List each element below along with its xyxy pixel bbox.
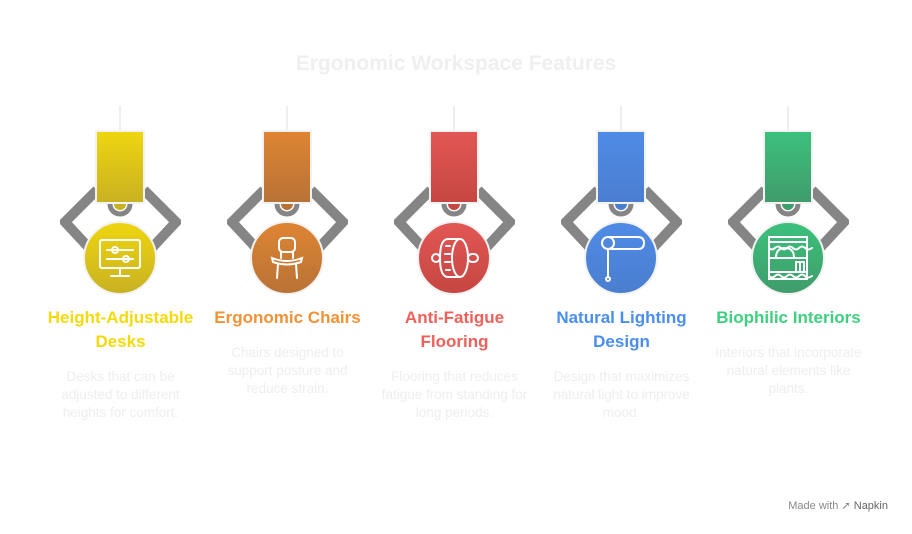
- chair-icon: [270, 237, 304, 279]
- feature-title: Height-Adjustable Desks: [47, 308, 194, 351]
- right-claw: [641, 186, 682, 254]
- feature-description: Interiors that incorporate natural eleme…: [715, 345, 862, 396]
- feature-block: [763, 130, 813, 204]
- shelf-interior-icon: [768, 236, 813, 280]
- claw-graphic: [728, 106, 849, 295]
- feature-title: Natural Lighting Design: [556, 308, 687, 351]
- feature-title: Ergonomic Chairs: [214, 308, 361, 327]
- made-with-label: Made with: [788, 500, 839, 512]
- left-claw: [60, 186, 101, 254]
- feature-description: Chairs designed to support posture and r…: [227, 345, 348, 396]
- floor-mat-roll-icon: [431, 238, 479, 278]
- claw-graphic: [561, 106, 682, 295]
- claw-graphic: [60, 106, 181, 295]
- feature-block: [95, 130, 145, 204]
- right-claw: [474, 186, 515, 254]
- right-claw: [307, 186, 348, 254]
- monitor-sliders-icon: [99, 239, 141, 277]
- napkin-brand: Napkin: [853, 500, 888, 512]
- diagram-title: Ergonomic Workspace Features: [295, 52, 617, 75]
- feature-description: Flooring that reduces fatigue from stand…: [381, 369, 528, 420]
- feature-description: Design that maximizes natural light to i…: [553, 369, 690, 420]
- left-claw: [728, 186, 769, 254]
- feature-block: [262, 130, 312, 204]
- right-claw: [808, 186, 849, 254]
- window-blind-icon: [601, 236, 646, 282]
- feature-title: Biophilic Interiors: [716, 308, 861, 327]
- claw-graphic: [394, 106, 515, 295]
- feature-title: Anti-Fatigue Flooring: [404, 308, 505, 351]
- right-claw: [140, 186, 181, 254]
- feature-description: Desks that can be adjusted to different …: [61, 369, 180, 420]
- napkin-logo-icon: ➚: [841, 500, 851, 512]
- icon-circle: [417, 221, 491, 295]
- feature-block: [429, 130, 479, 204]
- icon-circle: [250, 221, 324, 295]
- feature-block: [596, 130, 646, 204]
- left-claw: [394, 186, 435, 254]
- footer: Made with ➚ Napkin: [788, 499, 888, 512]
- left-claw: [561, 186, 602, 254]
- left-claw: [227, 186, 268, 254]
- claw-graphic: [227, 106, 348, 295]
- icon-circle: [584, 221, 658, 295]
